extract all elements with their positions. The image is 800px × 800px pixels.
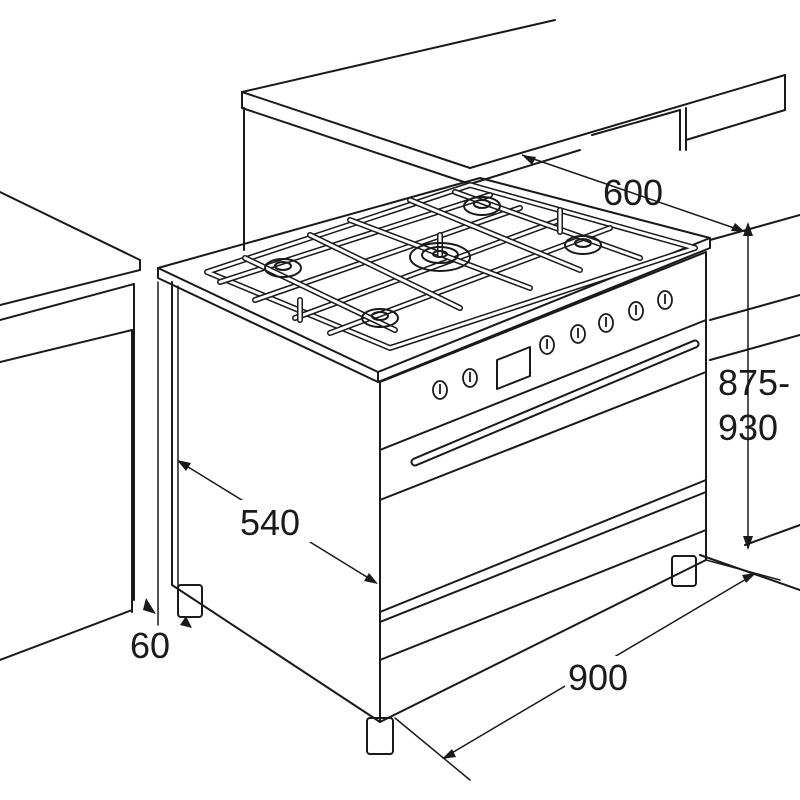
dimension-height	[743, 222, 753, 550]
height-label-line1: 875-	[718, 362, 790, 403]
oven-door-handle	[410, 339, 700, 467]
height-label-line2: 930	[718, 407, 778, 448]
burners	[264, 196, 602, 328]
dimension-width	[394, 559, 781, 781]
cooker-foot	[671, 555, 697, 587]
cooker-body	[157, 177, 711, 755]
knob	[432, 380, 448, 400]
knob	[462, 368, 478, 388]
dimension-depth	[521, 154, 745, 232]
width-label: 900	[568, 657, 628, 698]
burner	[361, 308, 399, 328]
burner	[463, 196, 501, 216]
control-knobs	[432, 290, 673, 400]
knob	[539, 335, 555, 355]
knob	[657, 290, 673, 310]
dimension-side-depth	[177, 460, 378, 584]
left-cabinet	[0, 191, 141, 661]
depth-label: 600	[603, 172, 663, 213]
burner-large	[409, 242, 471, 272]
plinth-label: 60	[130, 625, 170, 666]
cooker-foot	[177, 584, 203, 618]
burner	[564, 235, 602, 255]
pan-support-grates	[204, 182, 698, 351]
knob	[598, 313, 614, 333]
knob	[628, 301, 644, 321]
side-depth-label: 540	[240, 502, 300, 543]
digital-display	[496, 346, 531, 390]
back-counter	[241, 19, 786, 251]
knob	[570, 324, 586, 344]
cooker-foot	[366, 717, 394, 755]
dimension-plinth	[143, 281, 192, 628]
burner	[264, 258, 302, 278]
